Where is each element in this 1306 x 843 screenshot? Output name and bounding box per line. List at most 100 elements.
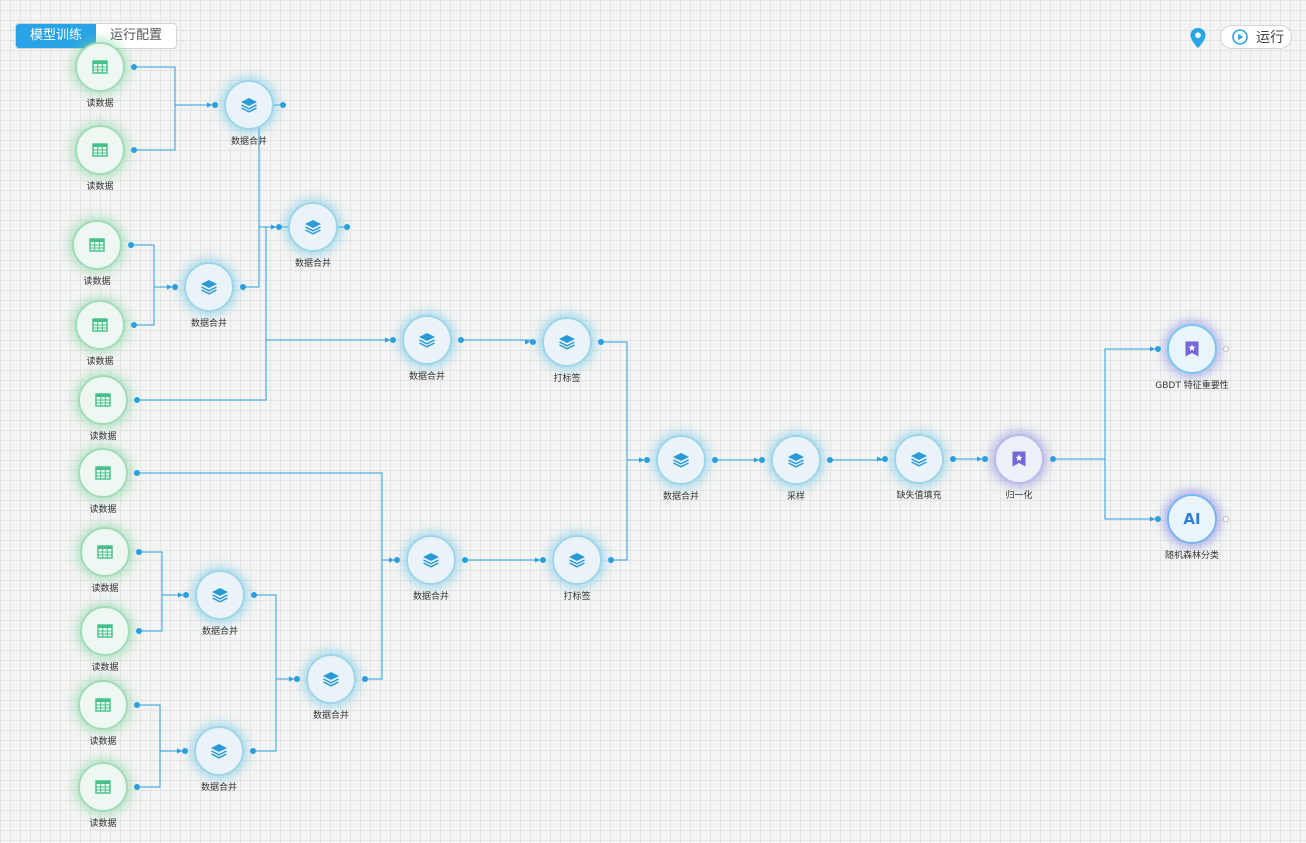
node-r1[interactable]: 读数据 bbox=[75, 42, 137, 109]
layers-icon bbox=[240, 97, 258, 113]
output-port[interactable] bbox=[131, 147, 137, 153]
output-port[interactable] bbox=[608, 557, 614, 563]
tab-model-training[interactable]: 模型训练 bbox=[16, 24, 97, 48]
node-m5[interactable]: 数据合并 bbox=[183, 570, 257, 637]
input-port[interactable] bbox=[212, 102, 218, 108]
output-port[interactable] bbox=[462, 557, 468, 563]
output-port[interactable] bbox=[136, 549, 142, 555]
output-port[interactable] bbox=[344, 224, 350, 230]
output-port[interactable] bbox=[827, 457, 833, 463]
edge-r5-m4 bbox=[140, 339, 390, 401]
node-r6[interactable]: 读数据 bbox=[78, 448, 140, 515]
input-port[interactable] bbox=[982, 456, 988, 462]
node-m7[interactable]: 数据合并 bbox=[294, 654, 368, 721]
node-m4[interactable]: 数据合并 bbox=[390, 315, 464, 382]
node-circle bbox=[78, 375, 128, 425]
node-label: 归一化 bbox=[1005, 491, 1033, 501]
output-port[interactable] bbox=[1223, 346, 1229, 352]
input-port[interactable] bbox=[172, 284, 178, 290]
table-icon bbox=[95, 780, 111, 794]
output-port[interactable] bbox=[1050, 456, 1056, 462]
node-g1[interactable]: GBDT 特征重要性 bbox=[1155, 324, 1229, 391]
map-pin-icon[interactable] bbox=[1190, 28, 1206, 48]
input-port[interactable] bbox=[530, 339, 536, 345]
node-n1[interactable]: 归一化 bbox=[982, 434, 1056, 501]
output-port[interactable] bbox=[134, 784, 140, 790]
input-port[interactable] bbox=[1155, 346, 1161, 352]
output-port[interactable] bbox=[712, 457, 718, 463]
node-label: 读数据 bbox=[91, 663, 119, 673]
node-circle bbox=[288, 202, 338, 252]
output-port[interactable] bbox=[134, 397, 140, 403]
node-circle bbox=[78, 448, 128, 498]
node-r9[interactable]: 读数据 bbox=[78, 680, 140, 747]
node-r10[interactable]: 读数据 bbox=[78, 762, 140, 829]
input-port[interactable] bbox=[276, 224, 282, 230]
output-port[interactable] bbox=[134, 470, 140, 476]
node-circle bbox=[771, 435, 821, 485]
node-r4[interactable]: 读数据 bbox=[75, 300, 137, 367]
run-button[interactable]: 运行 bbox=[1220, 25, 1292, 49]
node-t1[interactable]: 打标签 bbox=[530, 317, 604, 384]
output-port[interactable] bbox=[136, 628, 142, 634]
node-m1[interactable]: 数据合并 bbox=[212, 80, 286, 147]
node-label: 随机森林分类 bbox=[1164, 551, 1219, 561]
input-port[interactable] bbox=[294, 676, 300, 682]
node-r8[interactable]: 读数据 bbox=[80, 606, 142, 673]
layers-icon bbox=[418, 332, 436, 348]
input-port[interactable] bbox=[390, 337, 396, 343]
table-icon bbox=[95, 466, 111, 480]
run-label: 运行 bbox=[1256, 30, 1284, 46]
input-port[interactable] bbox=[540, 557, 546, 563]
node-s1[interactable]: 采样 bbox=[759, 435, 833, 502]
input-port[interactable] bbox=[183, 592, 189, 598]
bookmark-star-icon bbox=[1011, 450, 1027, 468]
input-port[interactable] bbox=[182, 748, 188, 754]
node-label: 读数据 bbox=[89, 505, 117, 515]
output-port[interactable] bbox=[280, 102, 286, 108]
node-label: 数据合并 bbox=[200, 783, 237, 793]
node-label: 读数据 bbox=[86, 99, 114, 109]
input-port[interactable] bbox=[394, 557, 400, 563]
node-m2[interactable]: 数据合并 bbox=[172, 262, 246, 329]
node-t2[interactable]: 打标签 bbox=[540, 535, 614, 602]
node-m3[interactable]: 数据合并 bbox=[276, 202, 350, 269]
output-port[interactable] bbox=[240, 284, 246, 290]
node-circle bbox=[195, 570, 245, 620]
output-port[interactable] bbox=[251, 592, 257, 598]
node-f1[interactable]: 缺失值填充 bbox=[882, 434, 956, 501]
output-port[interactable] bbox=[131, 322, 137, 328]
node-r3[interactable]: 读数据 bbox=[72, 220, 134, 287]
edge-s1-f1 bbox=[833, 459, 883, 461]
input-port[interactable] bbox=[882, 456, 888, 462]
node-r7[interactable]: 读数据 bbox=[80, 527, 142, 594]
output-port[interactable] bbox=[1223, 516, 1229, 522]
node-circle bbox=[80, 606, 130, 656]
output-port[interactable] bbox=[598, 339, 604, 345]
node-r5[interactable]: 读数据 bbox=[78, 375, 140, 442]
output-port[interactable] bbox=[458, 337, 464, 343]
node-circle bbox=[184, 262, 234, 312]
output-port[interactable] bbox=[362, 676, 368, 682]
input-port[interactable] bbox=[644, 457, 650, 463]
node-r2[interactable]: 读数据 bbox=[75, 125, 137, 192]
layers-icon bbox=[672, 452, 690, 468]
output-port[interactable] bbox=[950, 456, 956, 462]
table-icon bbox=[95, 393, 111, 407]
output-port[interactable] bbox=[134, 702, 140, 708]
input-port[interactable] bbox=[759, 457, 765, 463]
node-m8[interactable]: 数据合并 bbox=[394, 535, 468, 602]
output-port[interactable] bbox=[250, 748, 256, 754]
tab-run-config[interactable]: 运行配置 bbox=[110, 28, 163, 43]
node-m9[interactable]: 数据合并 bbox=[644, 435, 718, 502]
layers-icon bbox=[568, 552, 586, 568]
input-port[interactable] bbox=[1155, 516, 1161, 522]
node-circle bbox=[72, 220, 122, 270]
output-port[interactable] bbox=[131, 64, 137, 70]
node-m6[interactable]: 数据合并 bbox=[182, 726, 256, 793]
layers-icon bbox=[210, 743, 228, 759]
output-port[interactable] bbox=[128, 242, 134, 248]
